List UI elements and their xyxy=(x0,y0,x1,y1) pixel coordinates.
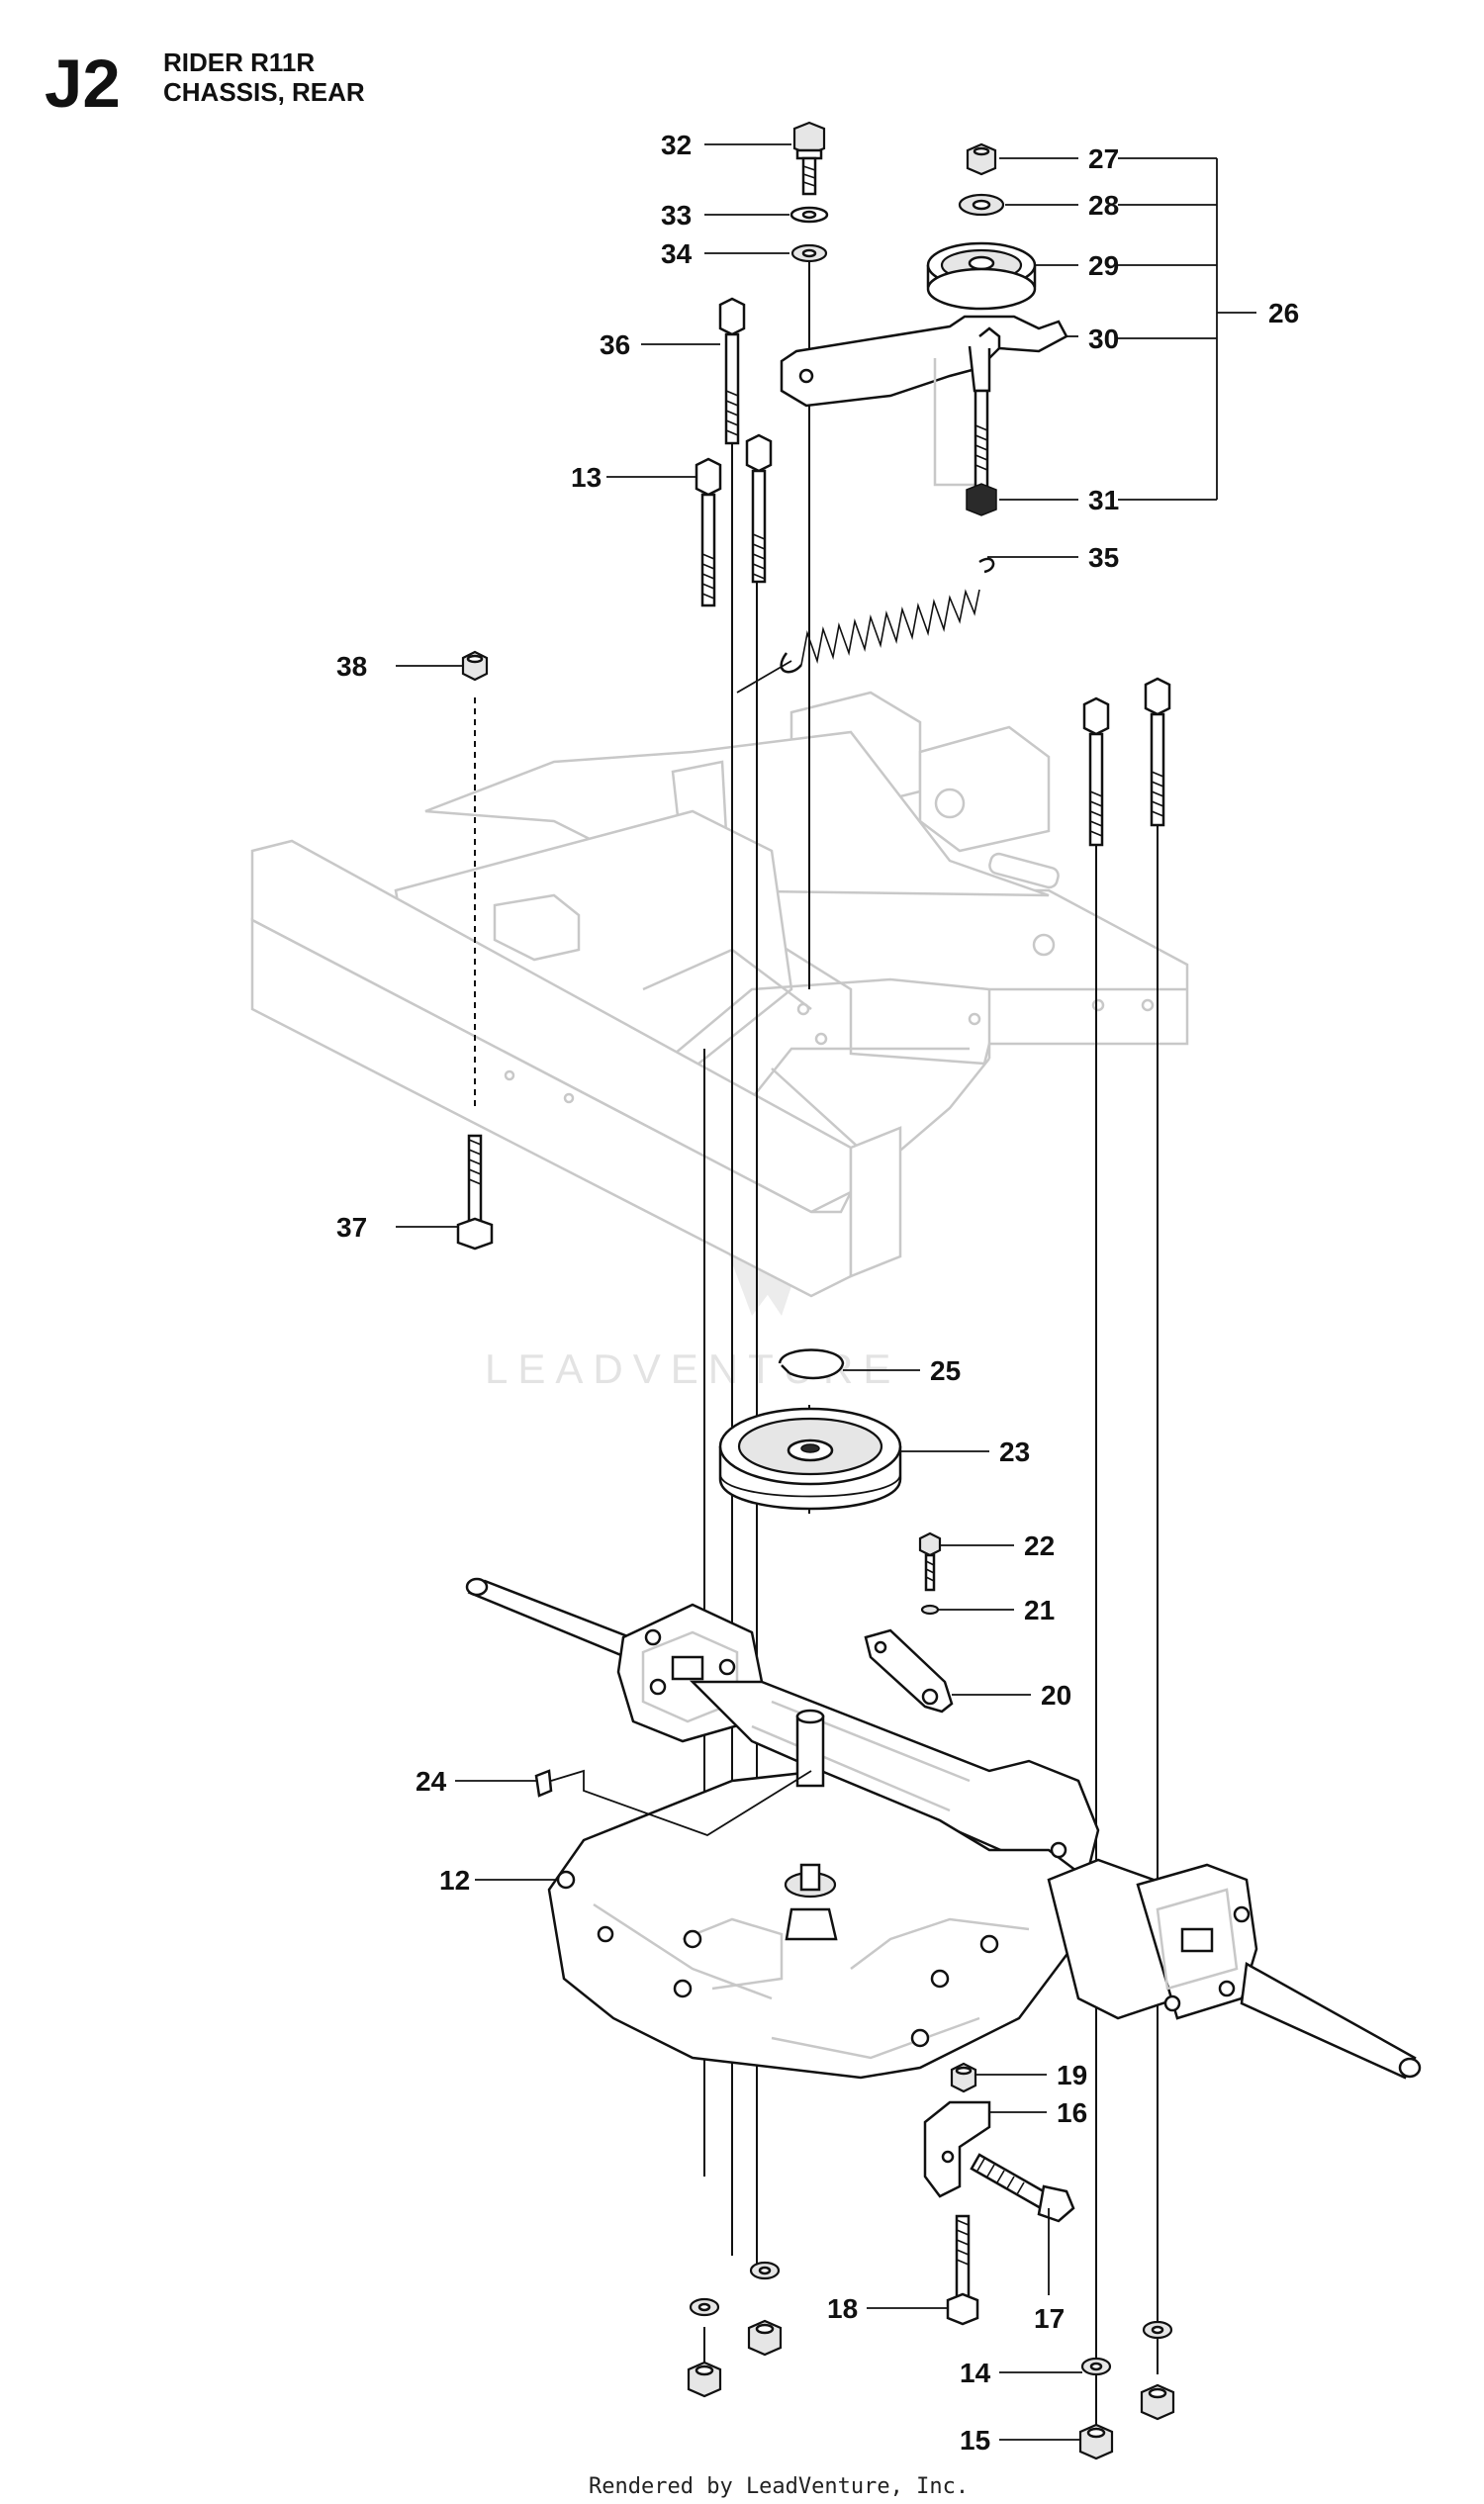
model-name: RIDER R11R xyxy=(163,47,315,77)
callout-labels: 32 33 34 36 13 38 37 27 28 29 30 31 26 3… xyxy=(336,130,1299,2456)
part-13-bolt[interactable] xyxy=(695,433,773,607)
chassis-frame xyxy=(250,691,1189,1298)
part-19-nut[interactable] xyxy=(950,2062,977,2093)
render-credit: Rendered by LeadVenture, Inc. xyxy=(589,2474,969,2499)
callout-14: 14 xyxy=(960,2358,991,2388)
part-29-pulley[interactable] xyxy=(926,241,1037,311)
callout-26: 26 xyxy=(1268,298,1299,328)
part-25-circlip[interactable] xyxy=(778,1348,845,1380)
part-27-nut[interactable] xyxy=(966,142,997,176)
callout-30: 30 xyxy=(1088,324,1119,354)
callout-12: 12 xyxy=(439,1865,470,1896)
callout-25: 25 xyxy=(930,1355,961,1386)
section-title: CHASSIS, REAR xyxy=(163,77,365,107)
part-36-bolt[interactable] xyxy=(718,297,746,445)
callout-19: 19 xyxy=(1057,2060,1087,2090)
part-38-nut[interactable] xyxy=(461,650,489,682)
part-bolt-right-a[interactable] xyxy=(1082,696,1110,847)
section-code: J2 xyxy=(45,46,121,122)
callout-16: 16 xyxy=(1057,2097,1087,2128)
callout-20: 20 xyxy=(1041,1680,1071,1711)
callout-33: 33 xyxy=(661,200,692,231)
part-37-bolt[interactable] xyxy=(456,1134,494,1251)
part-bolt-right-b[interactable] xyxy=(1144,677,1171,827)
part-20-bracket[interactable] xyxy=(864,1628,954,1714)
callout-38: 38 xyxy=(336,651,367,682)
callout-23: 23 xyxy=(999,1437,1030,1467)
part-24-key[interactable] xyxy=(534,1769,553,1798)
callout-32: 32 xyxy=(661,130,692,160)
leader-lines xyxy=(396,143,1256,2441)
callout-34: 34 xyxy=(661,238,693,269)
part-18-bolt[interactable] xyxy=(946,2214,979,2326)
callout-24: 24 xyxy=(416,1766,447,1797)
callout-28: 28 xyxy=(1088,190,1119,221)
part-16-bracket[interactable] xyxy=(923,2100,991,2198)
part-35-spring[interactable] xyxy=(736,557,995,694)
part-28-washer[interactable] xyxy=(958,193,1005,217)
callout-31: 31 xyxy=(1088,485,1119,515)
callout-36: 36 xyxy=(600,329,630,360)
callout-18: 18 xyxy=(827,2293,858,2324)
callout-15: 15 xyxy=(960,2425,990,2456)
callout-17: 17 xyxy=(1034,2303,1065,2334)
part-33-washer[interactable] xyxy=(789,206,829,224)
bottom-nuts[interactable] xyxy=(687,2319,1175,2460)
callout-37: 37 xyxy=(336,1212,367,1243)
part-12-transaxle[interactable] xyxy=(465,1577,1422,2080)
callout-13: 13 xyxy=(571,462,602,493)
callout-27: 27 xyxy=(1088,143,1119,174)
callout-29: 29 xyxy=(1088,250,1119,281)
part-23-pulley[interactable] xyxy=(718,1407,902,1511)
part-30-idler-arm[interactable] xyxy=(780,315,1068,487)
callout-35: 35 xyxy=(1088,542,1119,573)
part-31-bolt[interactable] xyxy=(966,389,997,516)
bottom-washers[interactable] xyxy=(689,2261,1173,2376)
part-21-washer[interactable] xyxy=(920,1604,940,1616)
part-17-bolt[interactable] xyxy=(970,2153,1075,2223)
callout-22: 22 xyxy=(1024,1530,1055,1561)
part-34-washer[interactable] xyxy=(790,243,828,263)
callout-21: 21 xyxy=(1024,1595,1055,1625)
part-32-bolt[interactable] xyxy=(792,121,826,196)
part-22-screw[interactable] xyxy=(918,1531,942,1592)
